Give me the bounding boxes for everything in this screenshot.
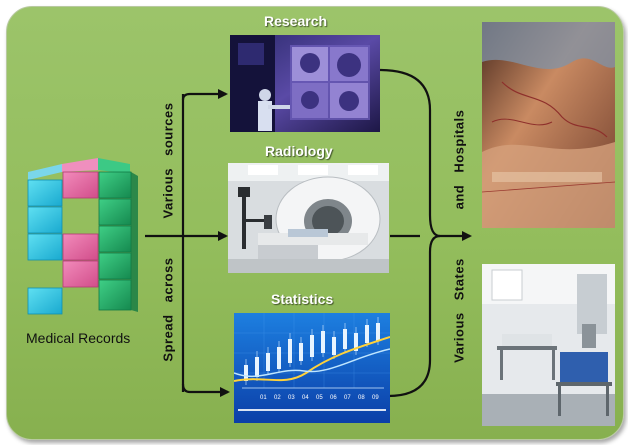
statistics-axis-tick: 03 [288,395,295,401]
candle-body [321,331,325,353]
statistics-axis-tick: 01 [260,395,267,401]
research-title: Research [264,13,328,29]
statistics-title: Statistics [271,291,334,307]
statistics-axis-tick: 02 [274,395,281,401]
statistics-axis-tick: 08 [358,395,365,401]
candle-body [288,339,292,363]
candle-body [255,357,259,377]
candle-body [266,353,270,371]
candle-body [343,329,347,349]
candle-body [277,347,281,369]
statistics-axis-tick: 06 [330,395,337,401]
radiology-scanner-image [228,163,389,273]
various-sources-label: Various sources [160,102,176,219]
various-states-label: Various States [451,258,467,363]
statistics-chart-image: 01 02 03 04 05 06 07 08 09 [234,313,390,423]
statistics-axis-tick: 04 [302,395,309,401]
hospital-ward-image [482,264,615,426]
medical-records-label: Medical Records [26,330,131,346]
candle-body [354,333,358,351]
candle-body [332,337,336,355]
candle-body [310,335,314,357]
spread-across-label: Spread across [160,257,176,362]
and-hospitals-label: and Hospitals [451,109,467,210]
candle-body [299,343,303,361]
radiology-title: Radiology [265,143,333,159]
statistics-axis-tick: 07 [344,395,351,401]
candle-body [376,323,380,341]
map-image [482,22,615,228]
statistics-axis-tick: 09 [372,395,379,401]
candle-body [244,365,248,381]
medical-records-graphic [27,158,138,315]
candle-body [365,325,369,343]
research-lab-image [230,35,380,132]
statistics-axis-tick: 05 [316,395,323,401]
